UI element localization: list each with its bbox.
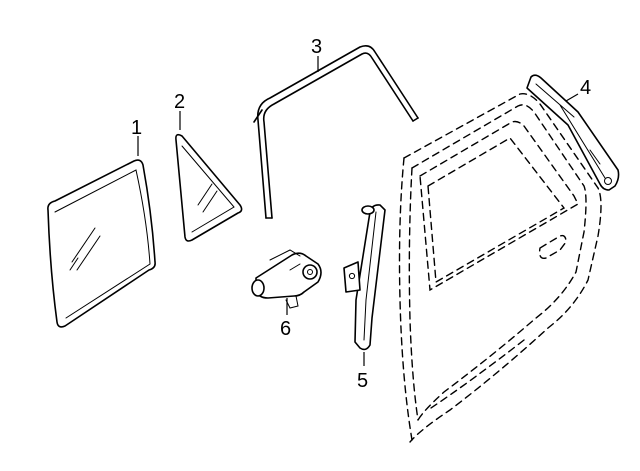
leader-4: [565, 93, 579, 102]
door-shell-outline: [398, 93, 602, 443]
part-4-frame-moulding: [526, 74, 620, 191]
callout-1: 1: [131, 117, 142, 139]
callout-5: 5: [357, 370, 368, 392]
part-2-quarter-glass: [175, 133, 243, 242]
part-5-window-regulator: [343, 204, 386, 351]
part-6-window-motor: [251, 249, 322, 309]
leader-lines: [137, 56, 579, 366]
part-3-run-channel: [253, 45, 419, 219]
part-1-door-glass: [47, 159, 156, 328]
callout-4: 4: [580, 77, 591, 99]
callout-3: 3: [311, 36, 322, 58]
callout-2: 2: [174, 91, 185, 113]
callouts: 1 2 3 4 5 6: [131, 36, 591, 392]
callout-6: 6: [280, 318, 291, 340]
